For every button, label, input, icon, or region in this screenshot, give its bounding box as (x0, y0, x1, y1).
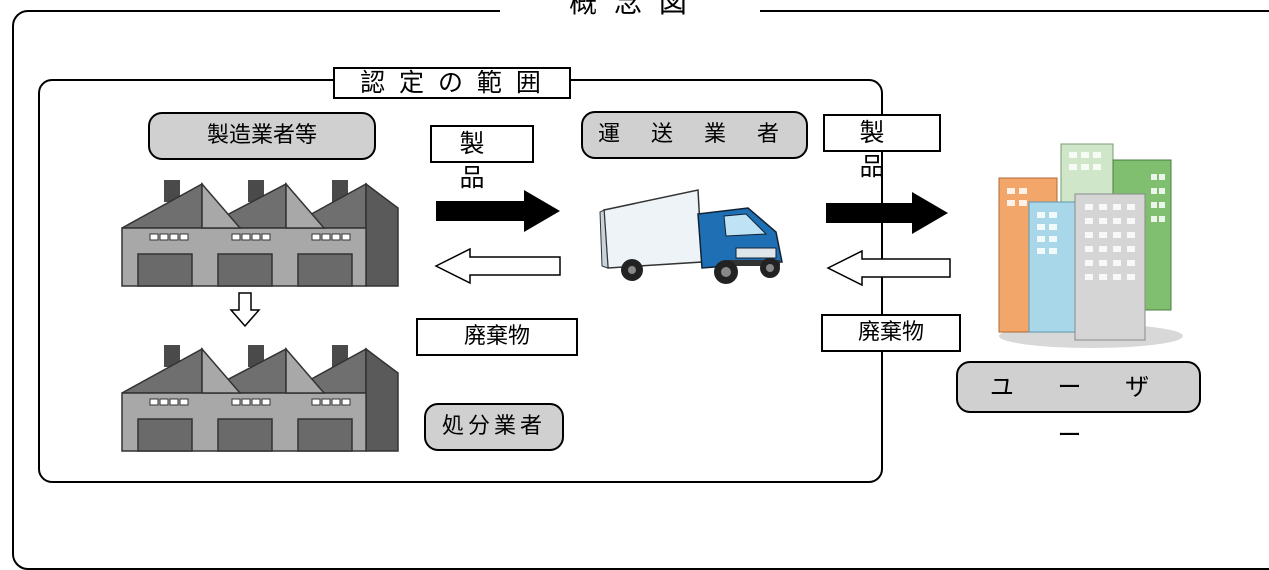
product-flow-label-2: 製 品 (823, 114, 941, 181)
user-label: ユ ー ザ ー (956, 361, 1201, 449)
waste-flow-label-2: 廃棄物 (821, 314, 961, 352)
truck-icon (599, 189, 783, 284)
arrow-right-icon-2 (826, 192, 948, 234)
disposal-label: 処分業者 (424, 403, 564, 451)
buildings-icon (998, 143, 1183, 348)
arrow-left-icon (434, 247, 561, 285)
transporter-label: 運 送 業 者 (581, 111, 808, 159)
diagram-title: 概 念 図 (500, 0, 760, 20)
arrow-left-icon-2 (826, 249, 951, 287)
disposal-factory-icon (121, 345, 399, 452)
arrow-right-icon (436, 190, 560, 232)
arrow-down-icon (229, 292, 261, 328)
scope-label: 認 定 の 範 囲 (333, 67, 571, 99)
factory-icon (121, 180, 399, 287)
waste-flow-label-1: 廃棄物 (416, 318, 578, 356)
product-flow-label-1: 製 品 (430, 125, 534, 192)
manufacturer-label: 製造業者等 (148, 112, 376, 160)
